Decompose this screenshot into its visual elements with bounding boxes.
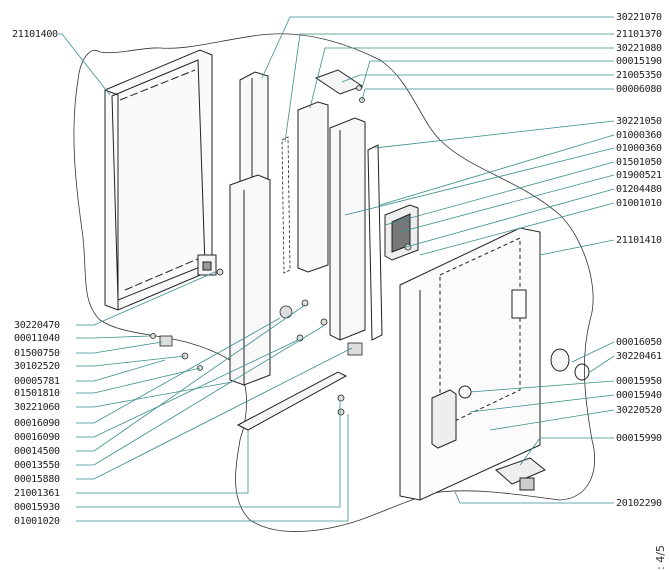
right-label-5: 00006080 <box>616 84 662 95</box>
left-label-2: 00011040 <box>14 333 60 344</box>
right-label-2: 30221080 <box>616 43 662 54</box>
page-number: : 4/5 <box>654 545 667 570</box>
left-label-5: 00005781 <box>14 376 60 387</box>
right-label-17: 00015940 <box>616 390 662 401</box>
right-label-4: 21005350 <box>616 70 662 81</box>
gasket-strip <box>281 136 291 274</box>
door-panel <box>399 227 541 501</box>
right-label-1: 21101370 <box>616 29 662 40</box>
left-label-12: 00015880 <box>14 474 60 485</box>
left-label-11: 00013550 <box>14 460 60 471</box>
right-label-8: 01000360 <box>616 143 662 154</box>
left-label-1: 30220470 <box>14 320 60 331</box>
left-label-6: 01501810 <box>14 388 60 399</box>
hinge-bracket <box>197 254 217 276</box>
leader-lines-left <box>58 33 353 522</box>
support-rod <box>367 144 383 341</box>
channel-frame <box>329 117 366 341</box>
exploded-parts-diagram <box>58 16 615 532</box>
top-bracket <box>314 69 364 95</box>
right-label-12: 01001010 <box>616 198 662 209</box>
door-handle <box>431 385 472 449</box>
left-label-7: 30221060 <box>14 402 60 413</box>
left-label-3: 01500750 <box>14 348 60 359</box>
left-label-8: 00016090 <box>14 418 60 429</box>
right-label-18: 30220520 <box>616 405 662 416</box>
right-label-16: 00015950 <box>616 376 662 387</box>
assembly-boundary <box>73 33 596 532</box>
left-label-14: 00015930 <box>14 502 60 513</box>
right-label-6: 30221050 <box>616 116 662 127</box>
side-frame-panel <box>229 174 271 386</box>
right-label-3: 00015190 <box>616 56 662 67</box>
left-label-13: 21001361 <box>14 488 60 499</box>
latch-assembly <box>495 457 546 491</box>
right-label-7: 01000360 <box>616 130 662 141</box>
bottom-rail <box>236 371 348 431</box>
left-label-15: 01001020 <box>14 516 60 527</box>
right-label-9: 01501050 <box>616 157 662 168</box>
upper-rail <box>239 71 269 193</box>
left-label-0: 21101400 <box>12 29 58 40</box>
left-label-10: 00014500 <box>14 446 60 457</box>
handle-plate <box>384 204 419 261</box>
right-label-19: 00015990 <box>616 433 662 444</box>
right-label-0: 30221070 <box>616 12 662 23</box>
left-label-9: 00016090 <box>14 432 60 443</box>
right-label-20: 20102290 <box>616 498 662 509</box>
leader-lines-right <box>261 16 615 504</box>
right-label-15: 30220461 <box>616 351 662 362</box>
small-parts <box>150 85 412 416</box>
left-label-4: 30102520 <box>14 361 60 372</box>
right-label-11: 01204480 <box>616 184 662 195</box>
glass-panel <box>104 49 213 311</box>
right-label-13: 21101410 <box>616 235 662 246</box>
right-label-10: 01900521 <box>616 170 662 181</box>
round-knob <box>550 348 590 381</box>
right-label-14: 00016050 <box>616 337 662 348</box>
middle-frame <box>297 101 329 273</box>
